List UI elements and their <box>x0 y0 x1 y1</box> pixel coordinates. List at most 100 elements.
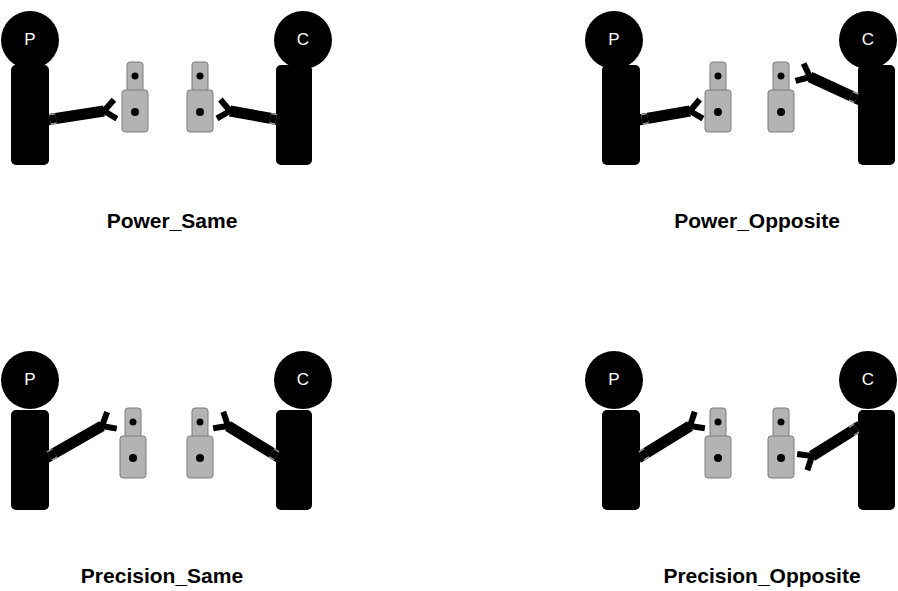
handle-object <box>768 408 794 478</box>
arm-line <box>638 111 690 120</box>
body <box>276 65 312 165</box>
body <box>11 410 49 510</box>
handle-base <box>705 90 731 132</box>
bodies <box>11 65 895 510</box>
head-circle: C <box>839 11 897 69</box>
dot <box>196 454 204 462</box>
dot <box>778 419 785 426</box>
shoulder-band-inner <box>50 114 56 123</box>
arm-line <box>812 426 860 456</box>
handle-base <box>122 90 148 132</box>
head-fill <box>585 351 643 409</box>
condition-caption: Power_Same <box>42 209 302 233</box>
handle-base <box>187 90 213 132</box>
dot <box>715 419 722 426</box>
arm-line <box>810 77 860 100</box>
head-circle: P <box>585 351 643 409</box>
shoulder-band <box>642 118 648 119</box>
head-fill <box>274 11 332 69</box>
head-circle: C <box>274 351 332 409</box>
handle-object <box>122 62 148 132</box>
condition-caption: Precision_Same <box>32 564 292 588</box>
shoulder-band-inner <box>851 96 856 99</box>
shoulder-band-inner <box>852 428 857 431</box>
hand-finger <box>102 412 107 426</box>
hand-finger <box>104 100 114 111</box>
handle-top <box>192 62 208 92</box>
dot <box>714 454 722 462</box>
handle-top <box>125 408 141 438</box>
arm-line <box>638 426 690 458</box>
arms <box>46 63 860 470</box>
handle-base <box>705 436 731 478</box>
arm <box>638 100 703 120</box>
arm-line <box>46 111 104 120</box>
dot <box>196 108 204 116</box>
shoulder-band <box>50 113 56 125</box>
dot <box>777 454 785 462</box>
dot <box>197 419 204 426</box>
head-letter: C <box>862 30 874 50</box>
head-fill <box>839 11 897 69</box>
handle-top <box>710 62 726 92</box>
head-letter: C <box>297 370 309 390</box>
shoulder-band-inner <box>270 118 276 119</box>
arm-line <box>46 426 102 458</box>
head-fill <box>839 351 897 409</box>
dot <box>778 73 785 80</box>
head-circle: P <box>1 351 59 409</box>
shoulder-band <box>641 453 646 456</box>
head-letter: P <box>608 370 619 390</box>
handle-object <box>120 408 146 478</box>
shoulder-band-inner <box>49 453 54 456</box>
hand-finger <box>796 77 810 81</box>
hand-finger <box>690 412 695 426</box>
handle-object <box>768 62 794 132</box>
dot <box>197 73 204 80</box>
handle-object <box>187 408 213 478</box>
body <box>858 410 895 510</box>
head-letter: P <box>608 30 619 50</box>
hand-finger <box>213 426 228 428</box>
handle-object <box>705 62 731 132</box>
handle-top <box>710 408 726 438</box>
handle-base <box>120 436 146 478</box>
hand-finger <box>807 456 812 470</box>
shoulder-band <box>271 453 276 456</box>
shoulder-band <box>852 428 857 431</box>
dot <box>777 108 785 116</box>
dot <box>132 73 139 80</box>
head-circle: P <box>585 11 643 69</box>
handle-base <box>187 436 213 478</box>
head-letter: C <box>862 370 874 390</box>
head-circle: C <box>839 351 897 409</box>
handle-base <box>768 90 794 132</box>
arm <box>638 412 705 458</box>
arm <box>46 100 117 120</box>
condition-caption: Power_Opposite <box>627 209 887 233</box>
dot <box>129 454 137 462</box>
head-fill <box>274 351 332 409</box>
hand-finger <box>690 100 700 111</box>
head-fill <box>1 11 59 69</box>
handle-top <box>773 62 789 92</box>
objects <box>120 62 794 478</box>
handle-top <box>127 62 143 92</box>
body <box>11 65 49 165</box>
dot <box>130 419 137 426</box>
body <box>602 410 640 510</box>
handle-object <box>705 408 731 478</box>
hand-finger <box>217 111 230 118</box>
dot <box>715 73 722 80</box>
shoulder-band-inner <box>642 118 648 119</box>
arm-line <box>228 426 280 458</box>
handle-top <box>192 408 208 438</box>
arm <box>46 412 117 458</box>
body <box>858 65 895 165</box>
handle-base <box>768 436 794 478</box>
condition-caption: Precision_Opposite <box>632 564 892 588</box>
handle-top <box>773 408 789 438</box>
head-letter: P <box>24 370 35 390</box>
